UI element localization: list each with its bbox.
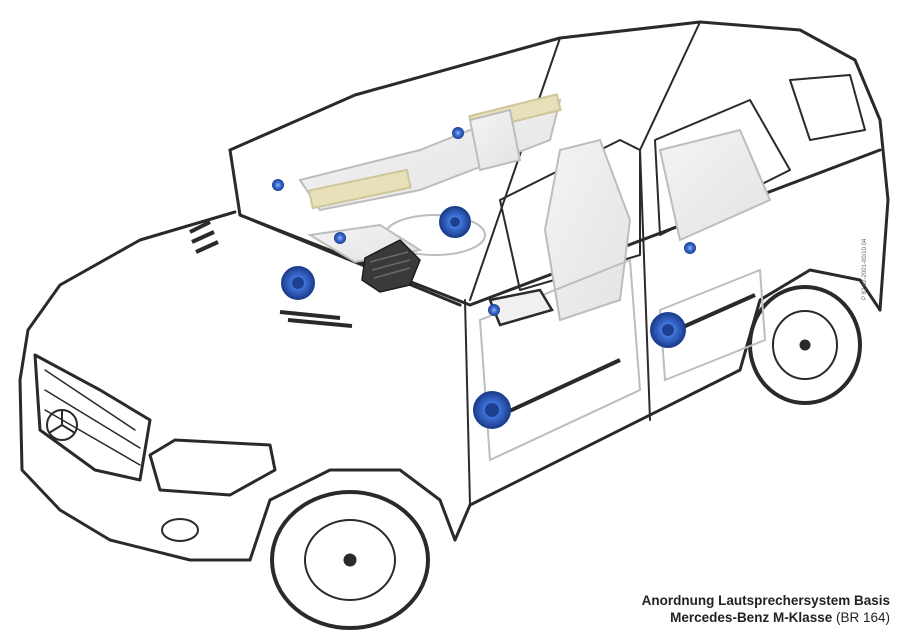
- speaker-icon: [452, 127, 464, 139]
- document-id: P 82.82-2001-00/10.04: [862, 238, 868, 300]
- speaker-icon: [334, 232, 346, 244]
- car-body: [18, 20, 890, 562]
- speaker-icon: [473, 391, 511, 429]
- front-wheel: [270, 490, 430, 630]
- rear-wheel: [748, 285, 862, 405]
- speaker-icon: [281, 266, 315, 300]
- mercedes-star-icon: [46, 409, 78, 441]
- head-unit: [361, 239, 421, 293]
- caption-model: Mercedes-Benz M-Klasse: [670, 610, 836, 625]
- hood-vents: [189, 220, 353, 328]
- speaker-icon: [272, 179, 284, 191]
- fog-light: [161, 518, 199, 542]
- caption: Anordnung Lautsprechersystem Basis Merce…: [600, 592, 890, 626]
- caption-line-2: Mercedes-Benz M-Klasse (BR 164): [600, 609, 890, 626]
- side-mirror: [488, 288, 554, 327]
- speakers: [272, 127, 696, 429]
- caption-series: (BR 164): [835, 610, 890, 625]
- speaker-icon: [684, 242, 696, 254]
- speaker-icon: [650, 312, 686, 348]
- interior: [298, 93, 772, 322]
- speaker-icon: [439, 206, 471, 238]
- speaker-icon: [488, 304, 500, 316]
- caption-line-1: Anordnung Lautsprechersystem Basis: [641, 593, 890, 608]
